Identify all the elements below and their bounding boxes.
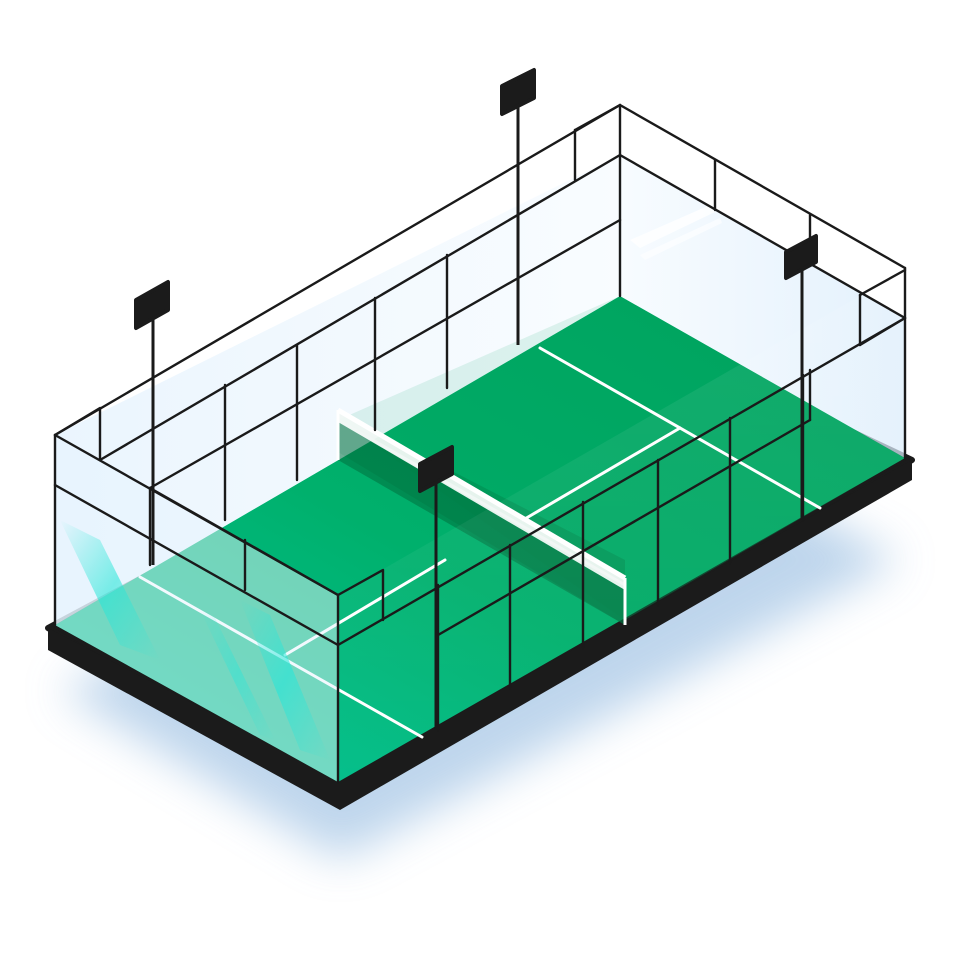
front-glass-walls bbox=[55, 270, 905, 782]
floodlight-icon bbox=[500, 68, 536, 345]
floodlights bbox=[134, 68, 818, 730]
floodlight-icon bbox=[134, 280, 170, 565]
floodlight-icon bbox=[418, 445, 454, 730]
floodlight-icon bbox=[784, 234, 818, 520]
